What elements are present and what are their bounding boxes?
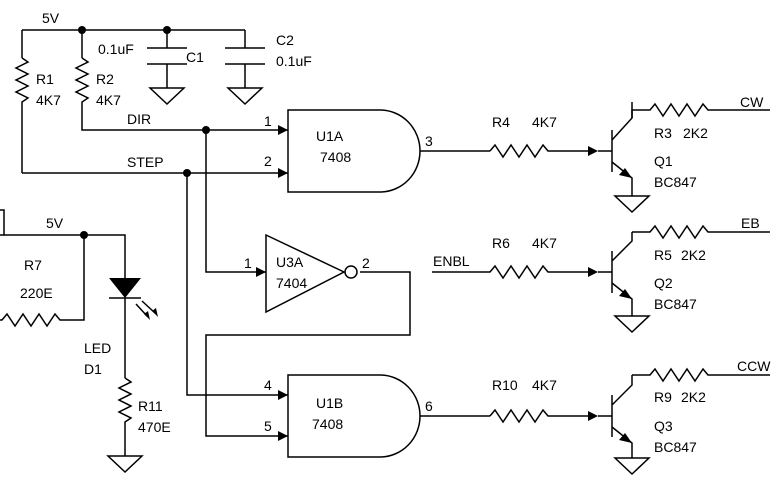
u1b-ref: U1B xyxy=(316,395,343,411)
r6-ref: R6 xyxy=(492,235,510,251)
resistor-r11 xyxy=(117,377,133,456)
power-section: 5V R1 4K7 R2 4K7 0.1uF C1 C2 0.1uF DIR S… xyxy=(14,10,312,174)
r5-ref: R5 xyxy=(654,247,672,263)
c1-ref: C1 xyxy=(186,49,204,65)
r5-value: 2K2 xyxy=(681,247,706,263)
u3a-pin2: 2 xyxy=(362,255,370,271)
ground-symbol xyxy=(613,195,651,214)
u3a-ref: U3A xyxy=(276,254,304,270)
ground-symbol xyxy=(613,315,651,334)
capacitor-c1 xyxy=(147,47,187,88)
resistor-r3 xyxy=(631,102,770,118)
r3-value: 2K2 xyxy=(683,125,708,141)
ground-symbol xyxy=(106,455,144,474)
u1b-pin4: 4 xyxy=(264,377,272,393)
led-label: LED xyxy=(84,340,111,356)
u1b-pin5: 5 xyxy=(264,418,272,434)
r10-ref: R10 xyxy=(492,377,518,393)
u3a-value: 7404 xyxy=(276,275,307,291)
net-label-step: STEP xyxy=(127,154,164,170)
inverter-u3a: U3A 7404 1 2 xyxy=(244,233,370,314)
net-label-eb: EB xyxy=(741,215,760,231)
u1a-ref: U1A xyxy=(316,128,344,144)
r11-value: 470E xyxy=(138,419,171,435)
q1-value: BC847 xyxy=(654,174,697,190)
net-label-dir: DIR xyxy=(127,111,151,127)
r9-value: 2K2 xyxy=(681,389,706,405)
u3a-pin1: 1 xyxy=(244,255,252,271)
r3-ref: R3 xyxy=(654,125,672,141)
r7-ref: R7 xyxy=(24,257,42,273)
led-indicator-section: 5V R7 220E LED D1 R11 470E xyxy=(0,209,171,474)
c2-ref: C2 xyxy=(276,32,294,48)
net-label-ccw: CCW xyxy=(737,358,771,374)
base-resistors: R4 4K7 R6 4K7 R10 4K7 ENBL xyxy=(432,114,598,424)
r9-ref: R9 xyxy=(654,389,672,405)
resistor-r4 xyxy=(489,143,588,159)
r6-value: 4K7 xyxy=(532,235,557,251)
transistor-q2: R5 2K2 Q2 BC847 EB xyxy=(598,215,770,334)
ground-symbol xyxy=(226,87,264,106)
resistor-r7 xyxy=(0,235,85,328)
and-gate-u1a: U1A 7408 1 2 3 xyxy=(264,109,490,193)
r4-value: 4K7 xyxy=(532,114,557,130)
r1-value: 4K7 xyxy=(36,92,61,108)
r1-ref: R1 xyxy=(36,71,54,87)
junction-dot xyxy=(183,169,191,177)
q2-ref: Q2 xyxy=(654,275,673,291)
net-label-5v-led: 5V xyxy=(46,215,64,231)
ground-symbol xyxy=(148,87,186,106)
net-label-cw: CW xyxy=(740,94,764,110)
junction-dot xyxy=(202,126,210,134)
net-label-enbl: ENBL xyxy=(433,253,470,269)
capacitor-c2 xyxy=(225,47,265,88)
r2-ref: R2 xyxy=(96,71,114,87)
transistor-q1: R3 2K2 Q1 BC847 CW xyxy=(598,94,770,214)
ground-symbol xyxy=(613,457,651,476)
c2-value: 0.1uF xyxy=(276,53,312,69)
resistor-r6 xyxy=(432,264,588,280)
u1b-pin6: 6 xyxy=(425,398,433,414)
r10-value: 4K7 xyxy=(532,377,557,393)
u1a-pin2: 2 xyxy=(264,153,272,169)
junction-dot xyxy=(78,26,86,34)
u1b-value: 7408 xyxy=(312,416,343,432)
junction-dot xyxy=(163,26,171,34)
resistor-r5 xyxy=(632,224,770,240)
q3-ref: Q3 xyxy=(654,418,673,434)
and-gate-u1b: U1B 7408 4 5 6 xyxy=(264,374,490,458)
r2-value: 4K7 xyxy=(96,92,121,108)
signal-routing xyxy=(183,125,411,441)
resistor-r9 xyxy=(632,367,770,383)
q2-value: BC847 xyxy=(654,296,697,312)
r7-value: 220E xyxy=(20,285,53,301)
q3-value: BC847 xyxy=(654,439,697,455)
u1a-value: 7408 xyxy=(320,149,351,165)
transistor-q3: R9 2K2 Q3 BC847 CCW xyxy=(598,358,771,476)
r4-ref: R4 xyxy=(492,114,510,130)
resistor-r10 xyxy=(489,408,588,424)
c1-value: 0.1uF xyxy=(98,41,134,57)
q1-ref: Q1 xyxy=(654,153,673,169)
led-d1 xyxy=(109,278,141,298)
u1a-pin3: 3 xyxy=(425,133,433,149)
u1a-pin1: 1 xyxy=(264,113,272,129)
d1-ref: D1 xyxy=(84,361,102,377)
r11-ref: R11 xyxy=(138,398,163,414)
net-label-5v: 5V xyxy=(42,10,60,26)
